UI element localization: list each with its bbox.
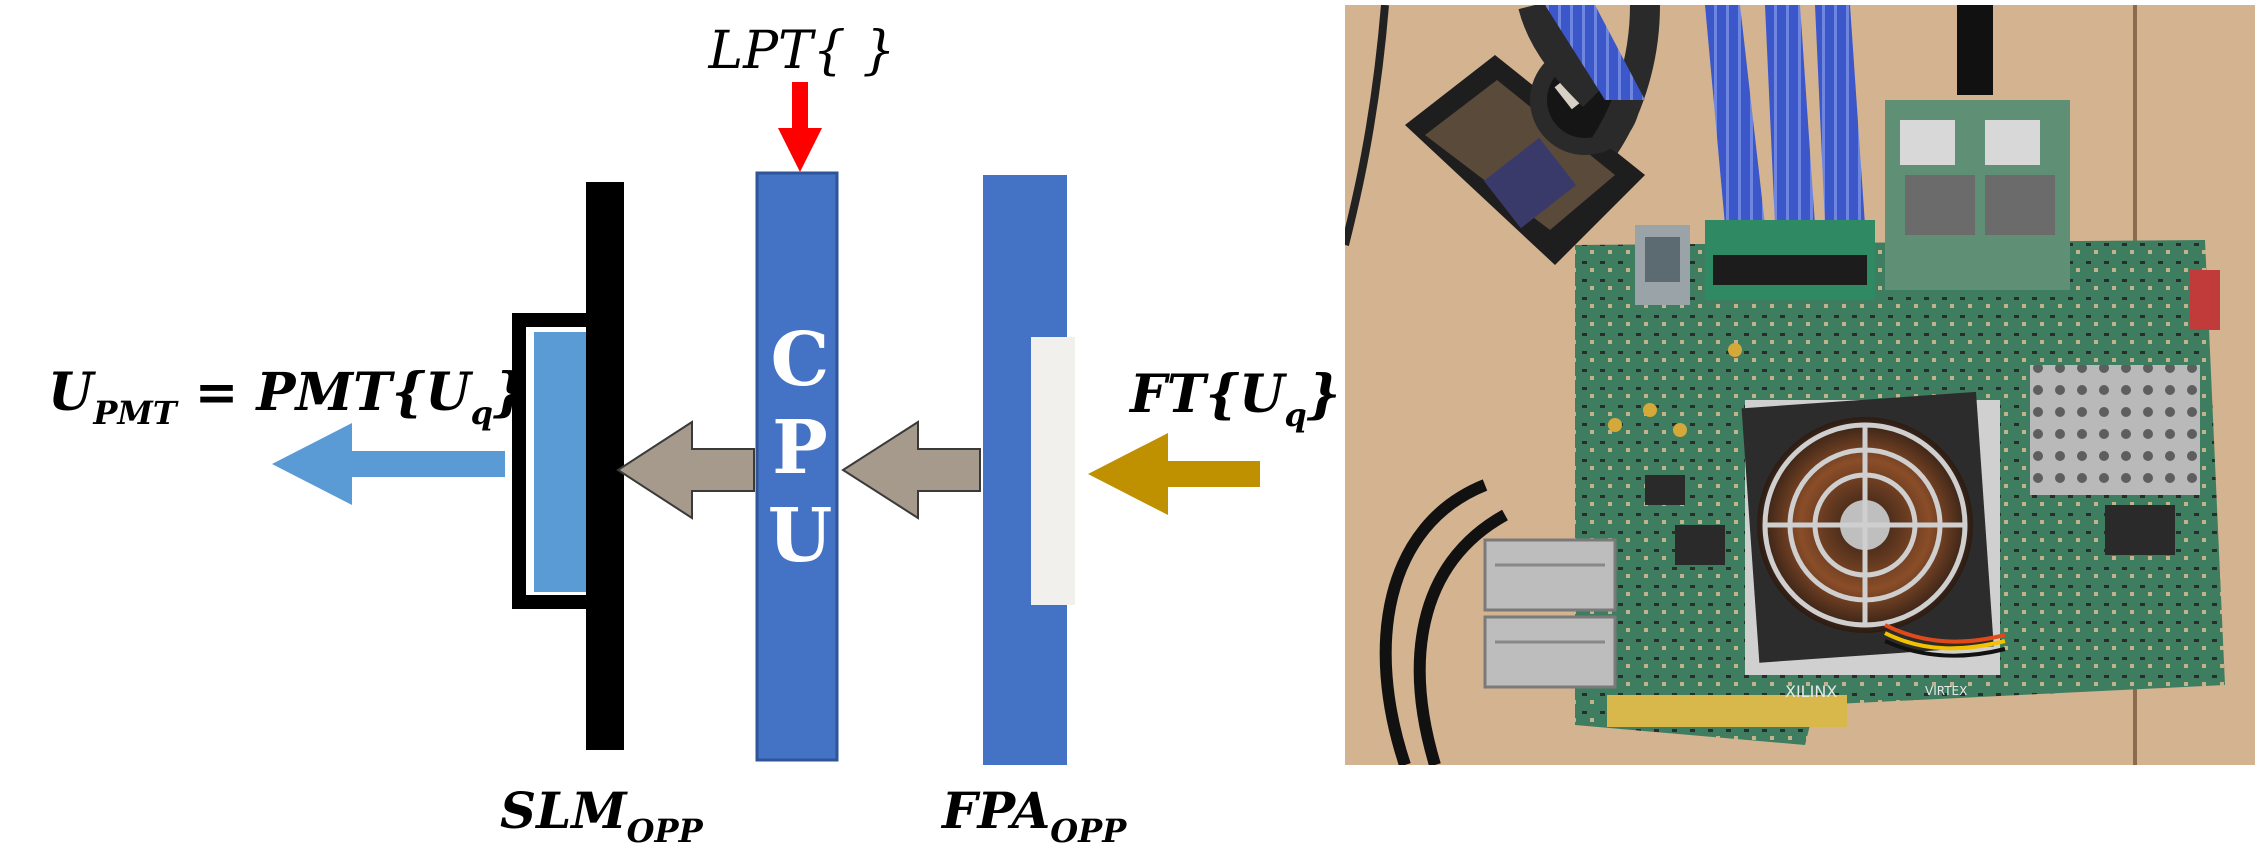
slm-label: SLMOPP (500, 781, 704, 850)
input-close: } (1307, 364, 1340, 425)
fpa-sensor-strip (1031, 337, 1075, 605)
ribbon-cables (1545, 5, 1865, 225)
slm-bar (586, 182, 624, 750)
cpu-block: C P U (755, 171, 839, 762)
slm-main: SLM (500, 781, 628, 840)
cpu-letter-u: U (768, 493, 833, 579)
board-model-label: VIRTEX (1925, 684, 1967, 698)
output-label: UPMT = PMT{Uq} (48, 362, 526, 432)
fpga-board-photo: XILINX VIRTEX (1345, 5, 2255, 765)
cpu-letter-p: P (772, 405, 828, 491)
arrow-cpu-to-slm (616, 420, 755, 520)
arrow-output (272, 423, 505, 505)
fpa-label: FPAOPP (940, 781, 1127, 850)
output-u2: U (425, 362, 473, 423)
input-u-sub: q (1284, 396, 1306, 434)
output-eq: = PMT{ (177, 362, 426, 423)
sfp-cages (1483, 538, 1617, 689)
input-u: U (1239, 364, 1287, 425)
heatsink-plate (2030, 365, 2200, 495)
arrow-input (1088, 433, 1260, 515)
output-close: } (493, 362, 526, 423)
input-label: FT{Uq} (1128, 364, 1340, 434)
output-u-sub: PMT (92, 394, 178, 432)
slm-sub: OPP (627, 812, 704, 850)
slm-device (512, 182, 624, 750)
lpt-arrow (778, 82, 822, 172)
cooling-fan (1741, 391, 2006, 675)
cpu-letter-c: C (771, 317, 830, 403)
output-u2-sub: q (471, 394, 493, 432)
processing-diagram: LPT{ } C P U UPMT = PMT{Uq} FT{Uq} SLMOP… (48, 21, 1340, 850)
fpa-sub: OPP (1050, 812, 1127, 850)
lpt-label: LPT{ } (708, 21, 896, 81)
fpa-main: FPA (940, 781, 1050, 840)
slm-inner-panel (534, 332, 588, 592)
pcie-edge-connector (1607, 695, 1847, 727)
board-brand-label: XILINX (1785, 682, 1837, 701)
black-cable (1379, 479, 1488, 765)
output-u: U (48, 362, 96, 423)
arrow-fpa-to-cpu (841, 420, 981, 520)
input-prefix: FT{ (1128, 364, 1240, 425)
fpa-device (983, 175, 1075, 765)
